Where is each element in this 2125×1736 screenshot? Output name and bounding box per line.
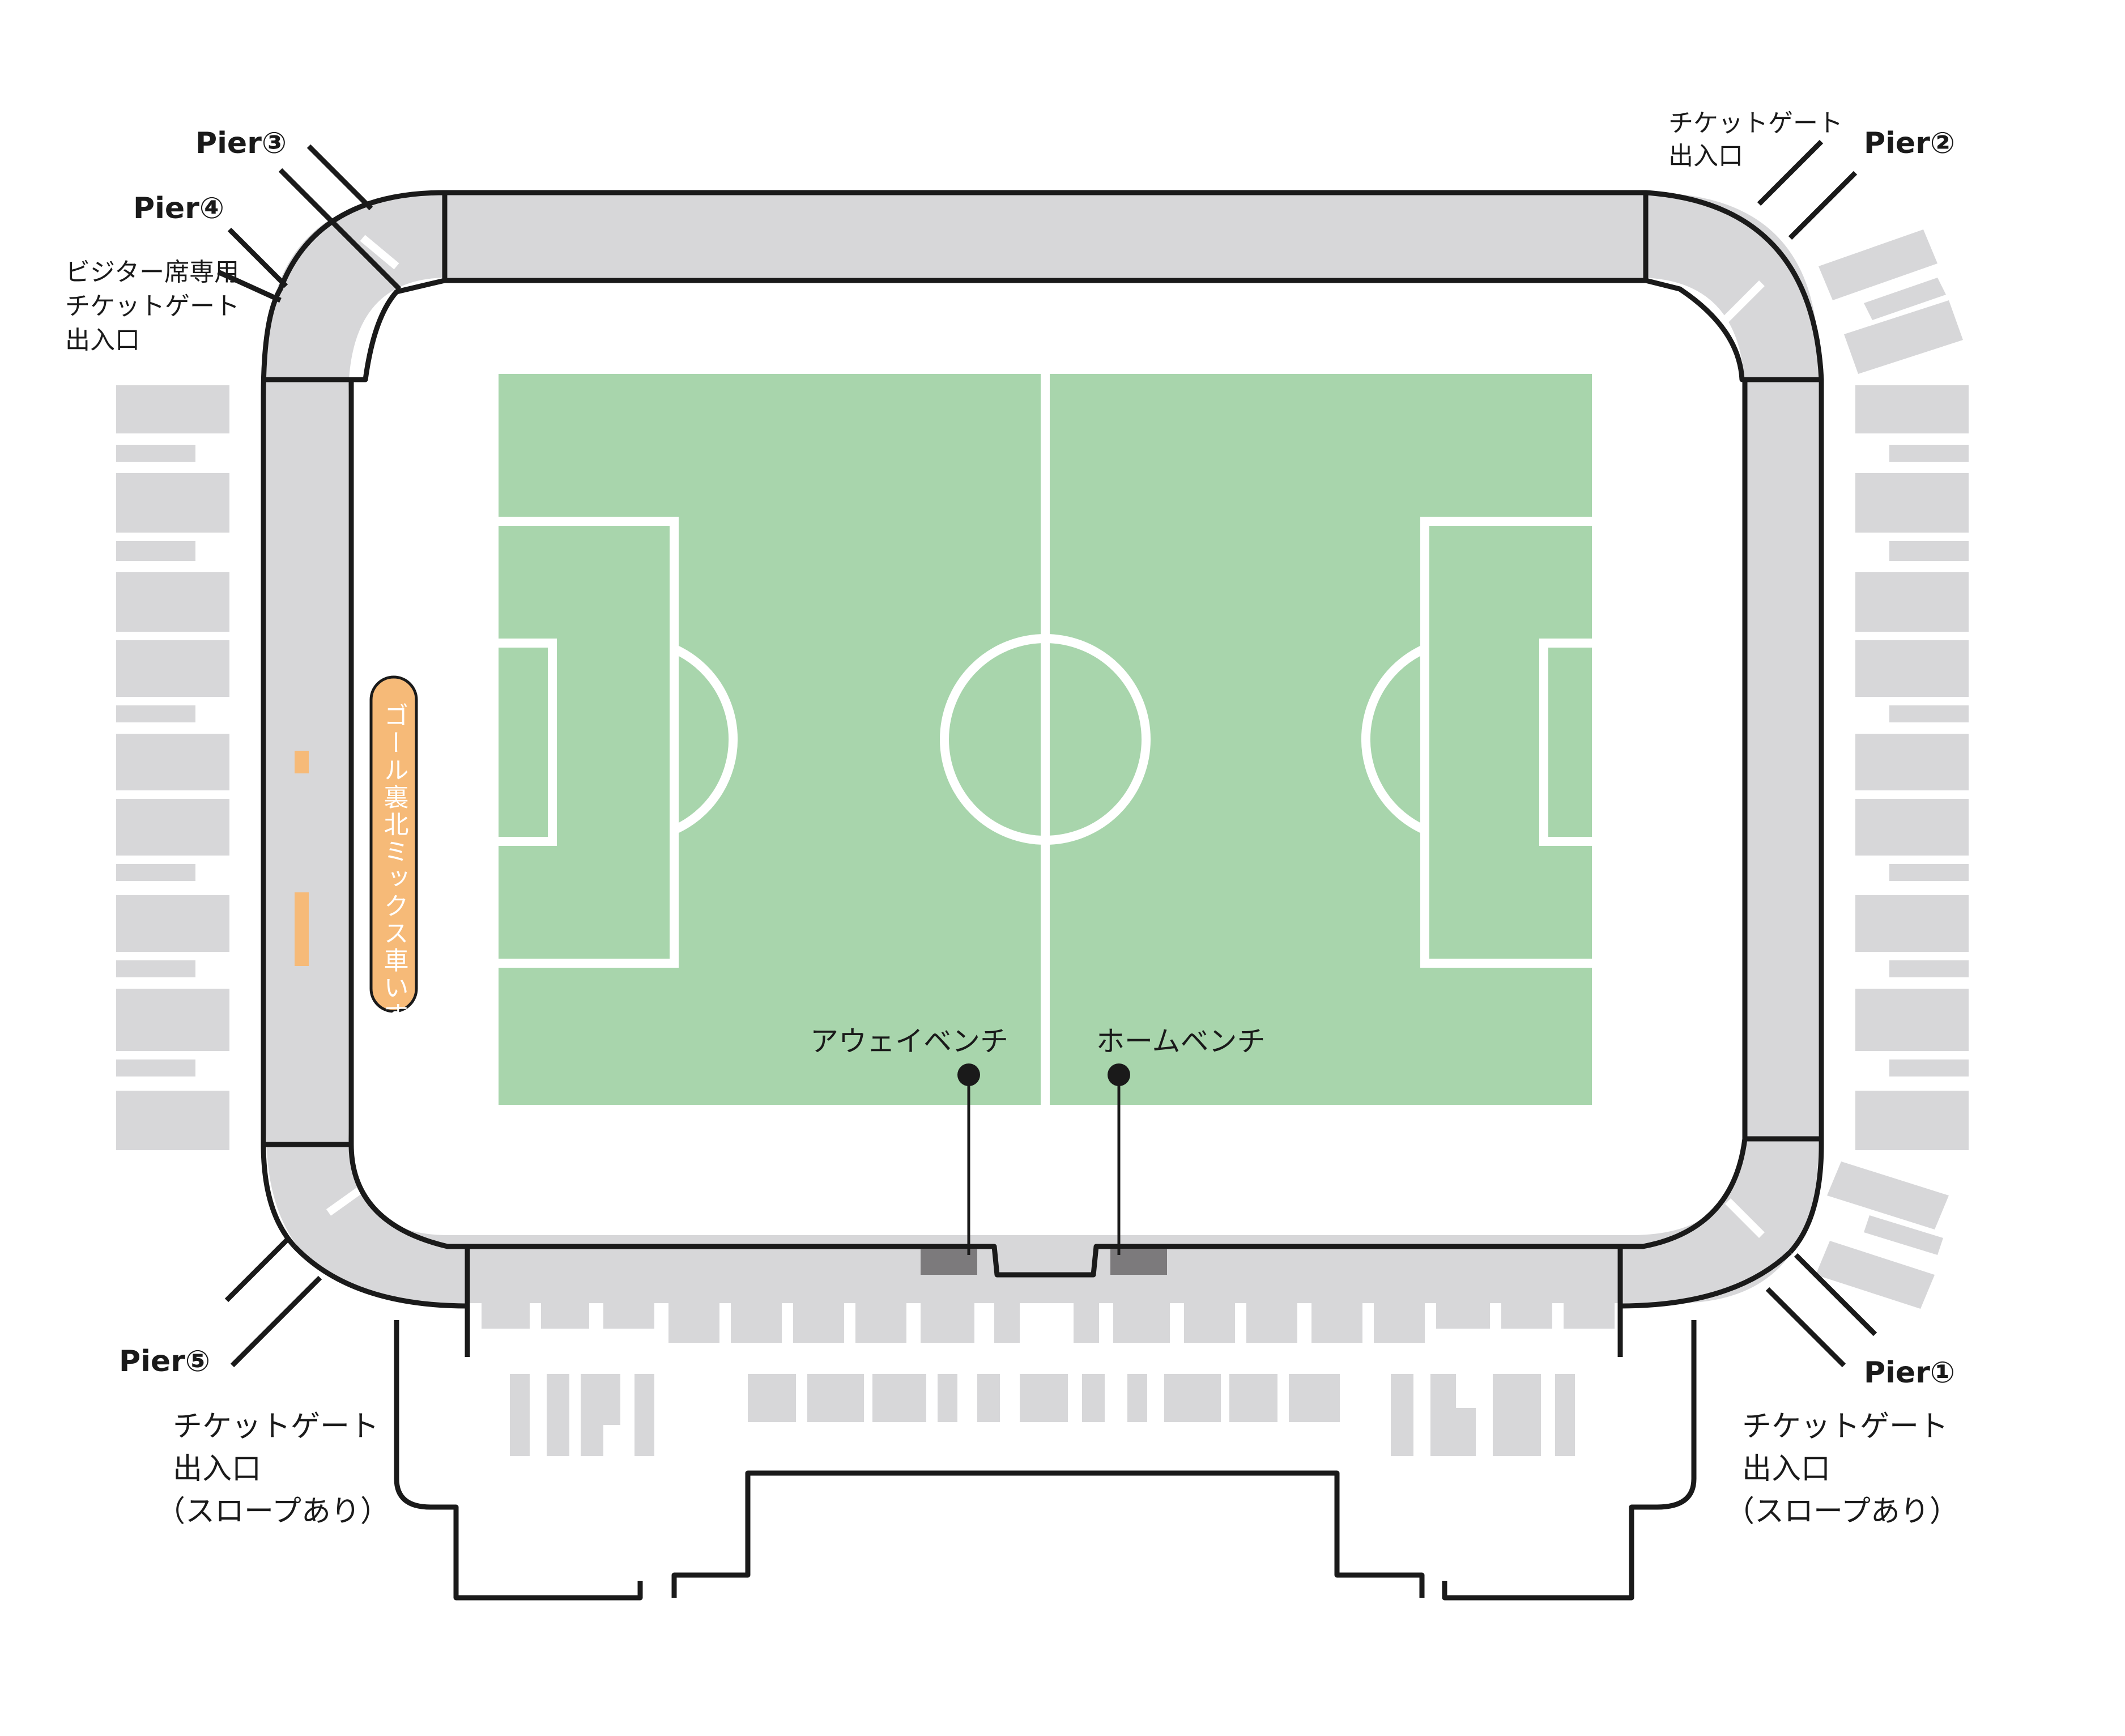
visitor-gate-line2: チケットゲート — [65, 292, 240, 321]
gate-bottom-right-line2: 出入口 — [1742, 1452, 1830, 1486]
visitor-gate-line3: 出入口 — [65, 326, 140, 355]
gate-top-right-line2: 出入口 — [1668, 142, 1743, 171]
bench-markers — [921, 1063, 1167, 1275]
gate-top-right-line1: チケットゲート — [1668, 109, 1843, 138]
gate-bottom-left-line1: チケットゲート — [173, 1410, 379, 1444]
north-stand-seats — [470, 224, 1606, 272]
gate-bottom-right-line3: （スロープあり） — [1725, 1495, 1959, 1529]
west-stand-seats — [295, 397, 343, 1127]
pier-5-label: Pier⑤ — [119, 1344, 210, 1378]
gate-bottom-right-line1: チケットゲート — [1742, 1410, 1948, 1444]
lower-seat-blocks — [510, 1374, 1575, 1456]
pier-walkways — [217, 139, 1877, 1368]
wheelchair-area: ゴール裏北ミックス車いす — [369, 675, 418, 1029]
pitch — [493, 368, 1598, 1110]
west-outer-blocks — [116, 385, 229, 1150]
visitor-gate-line1: ビジター席専用 — [65, 258, 239, 287]
home-bench-label: ホームベンチ — [1096, 1025, 1266, 1058]
northeast-outer-blocks — [1819, 229, 1963, 374]
south-stand-seats — [482, 1255, 1615, 1343]
pier-3-label: Pier③ — [195, 126, 287, 160]
east-outer-blocks — [1855, 385, 1969, 1150]
pier-1-label: Pier① — [1864, 1356, 1955, 1390]
home-bench-pin — [1108, 1063, 1130, 1086]
away-bench-label: アウェイベンチ — [810, 1025, 1008, 1058]
pier-4-label: Pier④ — [133, 192, 224, 225]
east-stand-seats — [1751, 394, 1799, 1130]
pier-2-label: Pier② — [1864, 126, 1955, 160]
away-bench-pin — [957, 1063, 980, 1086]
stand-outlines — [261, 190, 1824, 1601]
gate-bottom-left-line3: （スロープあり） — [156, 1495, 390, 1529]
wheelchair-area-label: ゴール裏北ミックス車いす — [380, 703, 408, 1029]
southeast-outer-blocks — [1816, 1161, 1949, 1309]
gate-bottom-left-line2: 出入口 — [173, 1452, 261, 1486]
